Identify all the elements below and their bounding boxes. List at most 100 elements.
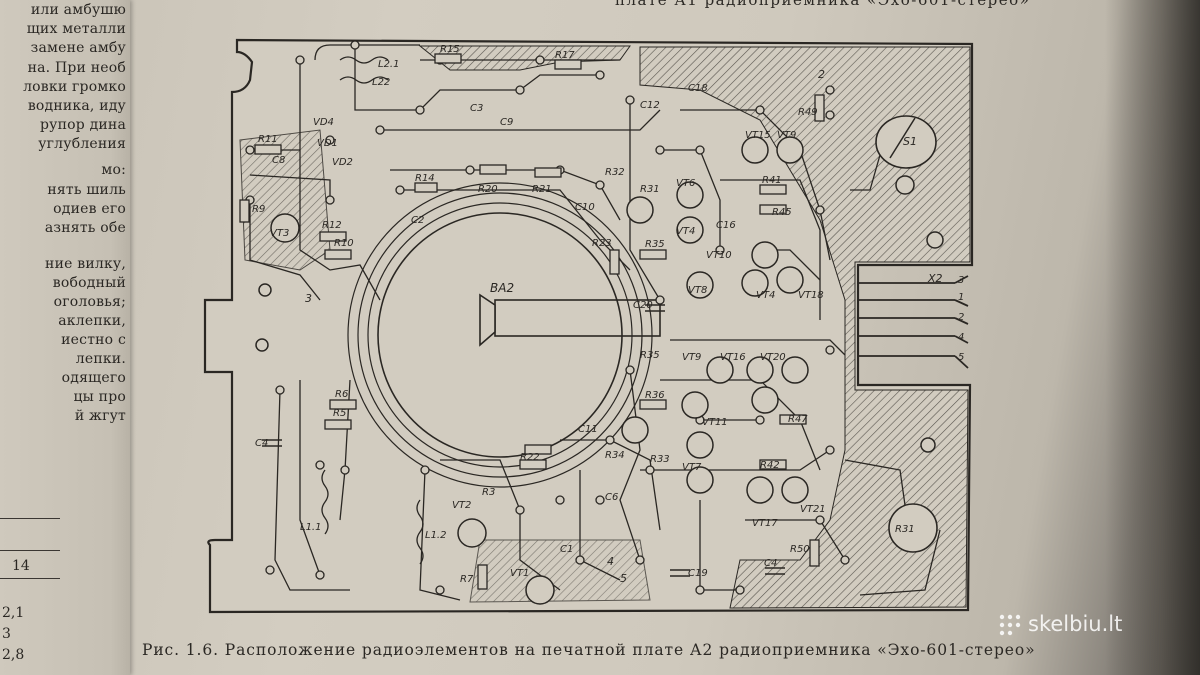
watermark-dots-icon — [999, 614, 1021, 636]
svg-text:R17: R17 — [555, 50, 575, 61]
svg-text:C4: C4 — [764, 558, 777, 569]
svg-text:L1.1: L1.1 — [300, 522, 321, 533]
svg-text:C20: C20 — [633, 300, 653, 311]
connector-x2 — [858, 275, 969, 369]
left-text-line: одящего — [61, 370, 126, 386]
svg-text:R12: R12 — [322, 220, 342, 231]
svg-text:L1.2: L1.2 — [425, 530, 446, 541]
svg-text:R11: R11 — [258, 134, 278, 145]
left-number: 2,8 — [2, 647, 25, 663]
svg-text:VT20: VT20 — [760, 352, 786, 363]
svg-text:R45: R45 — [772, 207, 792, 218]
mounting-hole — [926, 231, 944, 249]
svg-text:VT17: VT17 — [752, 518, 778, 529]
svg-text:R50: R50 — [790, 544, 810, 555]
svg-text:VT6: VT6 — [676, 178, 695, 189]
svg-text:R20: R20 — [478, 184, 498, 195]
svg-text:C18: C18 — [688, 83, 708, 94]
left-text-line: мо: — [101, 162, 126, 178]
svg-text:L2.1: L2.1 — [378, 59, 399, 70]
svg-text:R32: R32 — [605, 167, 625, 178]
connector-label: X2 — [927, 272, 943, 285]
svg-text:R14: R14 — [415, 173, 435, 184]
figure-caption: Рис. 1.6. Расположение радиоэлементов на… — [142, 641, 1036, 659]
svg-text:4: 4 — [607, 555, 614, 568]
left-text-line: нять шиль — [47, 182, 126, 198]
solder-pads — [245, 40, 850, 595]
connector-pin: 5 — [958, 352, 964, 363]
svg-text:C2: C2 — [411, 215, 424, 226]
connector-pin: 1 — [958, 292, 964, 303]
speaker-label: ВА2 — [490, 281, 514, 295]
left-text-line: рупор дина — [40, 117, 126, 133]
svg-text:R15: R15 — [440, 44, 460, 55]
component-labels: L2.1 L22 L1.1 L1.2 R15 R17 R11 R9 R12 R1… — [252, 44, 826, 585]
svg-text:VT4: VT4 — [676, 226, 695, 237]
capacitor-symbols — [262, 304, 785, 577]
svg-text:R42: R42 — [760, 460, 780, 471]
svg-text:VT4: VT4 — [756, 290, 775, 301]
left-text-line: щих металли — [26, 21, 126, 37]
left-number: 3 — [2, 626, 11, 642]
svg-text:R3: R3 — [482, 487, 495, 498]
connector-pin: 4 — [958, 332, 964, 343]
svg-text:R47: R47 — [788, 414, 808, 425]
speaker-symbol — [479, 293, 496, 347]
svg-text:R31: R31 — [640, 184, 660, 195]
svg-text:C12: C12 — [640, 100, 660, 111]
divider — [0, 518, 60, 519]
svg-text:R31: R31 — [895, 524, 915, 535]
mounting-hole — [895, 175, 915, 195]
left-text-line: или амбушю — [30, 2, 126, 18]
svg-text:R5: R5 — [333, 408, 346, 419]
svg-text:VT9: VT9 — [777, 130, 796, 141]
connector-pin: 3 — [958, 275, 964, 286]
svg-text:C6: C6 — [605, 492, 618, 503]
svg-text:VD2: VD2 — [332, 157, 353, 168]
left-text-line: вободный — [52, 275, 126, 291]
svg-text:VT16: VT16 — [720, 352, 746, 363]
left-text-line: замене амбу — [30, 40, 126, 56]
svg-text:VT1: VT1 — [510, 568, 529, 579]
transistor-bodies — [270, 136, 809, 605]
svg-text:R35: R35 — [640, 350, 660, 361]
svg-text:R21: R21 — [532, 184, 552, 195]
svg-text:R10: R10 — [334, 238, 354, 249]
left-text-line: на. При необ — [27, 60, 126, 76]
ground-plane-bottom — [469, 539, 651, 603]
svg-text:R49: R49 — [798, 107, 818, 118]
left-text-line: углубления — [38, 136, 126, 152]
left-text-line: ловки громко — [23, 79, 126, 95]
svg-text:C8: C8 — [272, 155, 285, 166]
svg-text:C11: C11 — [578, 424, 598, 435]
svg-text:R22: R22 — [520, 452, 540, 463]
header-fragment: плате А1 радиоприемника «Эхо-601-стерео» — [615, 0, 1031, 9]
divider — [0, 550, 60, 551]
svg-text:C9: C9 — [500, 117, 513, 128]
svg-text:VT3: VT3 — [270, 228, 289, 239]
svg-text:VT21: VT21 — [800, 504, 826, 515]
svg-text:5: 5 — [620, 572, 627, 585]
svg-text:C1: C1 — [560, 544, 573, 555]
svg-text:C3: C3 — [470, 103, 483, 114]
svg-text:R34: R34 — [605, 450, 625, 461]
svg-text:R9: R9 — [252, 204, 265, 215]
left-text-line: одиев его — [53, 201, 126, 217]
divider — [0, 578, 60, 579]
left-text-line: цы про — [73, 389, 126, 405]
svg-text:R36: R36 — [645, 390, 665, 401]
svg-text:C19: C19 — [688, 568, 708, 579]
left-text-line: аклепки, — [58, 313, 126, 329]
speaker-rings — [347, 182, 653, 488]
svg-text:VT9: VT9 — [682, 352, 701, 363]
svg-text:R6: R6 — [335, 389, 348, 400]
svg-text:R33: R33 — [650, 454, 670, 465]
connector-pin: 2 — [958, 312, 964, 323]
svg-text:3: 3 — [305, 292, 312, 305]
left-text-line: лепки. — [75, 351, 126, 367]
left-text-line: ние вилку, — [45, 256, 126, 272]
left-text-line: оголовья; — [53, 294, 126, 310]
mounting-hole — [255, 338, 269, 352]
svg-text:C10: C10 — [575, 202, 595, 213]
svg-text:R7: R7 — [460, 574, 474, 585]
